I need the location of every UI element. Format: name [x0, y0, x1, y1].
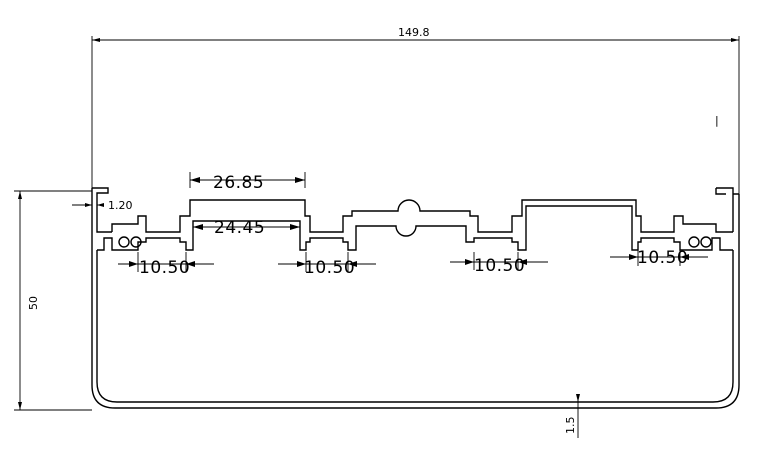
overall-width-label: 149.8	[398, 26, 430, 39]
screw-boss-left-2	[130, 236, 142, 248]
side-mark: |	[715, 114, 719, 127]
dim-channel-outer: 26.85	[189, 172, 306, 193]
dim-slot-3: 10.50	[450, 252, 548, 276]
dim-lip: 1.20	[72, 199, 133, 212]
dim-wall-thickness: 1.5	[564, 394, 580, 438]
inner-wall	[96, 250, 734, 403]
top-surface	[111, 199, 733, 233]
dim-slot-1: 10.50	[118, 252, 214, 278]
dim-height: 50	[14, 190, 92, 411]
channel-outer-label: 26.85	[213, 173, 264, 193]
right-hook	[715, 187, 739, 232]
slot-1-label: 10.50	[139, 258, 190, 278]
slot-3-label: 10.50	[474, 256, 525, 276]
slot-2-label: 10.50	[304, 258, 355, 278]
height-label: 50	[27, 296, 40, 310]
outer-wall	[91, 188, 740, 409]
screw-boss-right-2	[700, 236, 712, 248]
wall-thickness-label: 1.5	[564, 417, 577, 435]
channel-inner-label: 24.45	[214, 218, 265, 238]
profile-outline	[91, 187, 740, 409]
dim-channel-inner: 24.45	[193, 218, 300, 238]
top-web-lower	[97, 205, 733, 251]
dim-overall-width: 149.8	[91, 26, 740, 194]
dim-slot-4: 10.50	[610, 248, 708, 268]
left-lip	[92, 187, 112, 233]
lip-label: 1.20	[108, 199, 133, 212]
dim-slot-2: 10.50	[278, 252, 376, 278]
screw-boss-right-1	[688, 236, 700, 248]
screw-boss-left-1	[118, 236, 130, 248]
slot-4-label: 10.50	[637, 248, 688, 268]
